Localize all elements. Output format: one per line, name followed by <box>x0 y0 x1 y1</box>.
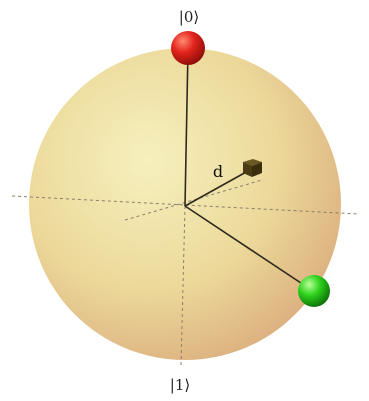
ket-zero-label: |0⟩ <box>179 8 199 26</box>
horizontal-axis <box>11 195 359 215</box>
state-marker <box>298 275 330 307</box>
north-pole-marker <box>171 31 205 65</box>
vector-d-line <box>184 170 249 207</box>
vector-d-label: d <box>213 162 223 181</box>
state-vector-line <box>184 205 314 292</box>
ket-one-label: |1⟩ <box>170 376 190 394</box>
vertical-axis-lower <box>180 205 186 367</box>
z-axis-line <box>184 49 189 207</box>
vector-d-marker <box>243 159 262 177</box>
